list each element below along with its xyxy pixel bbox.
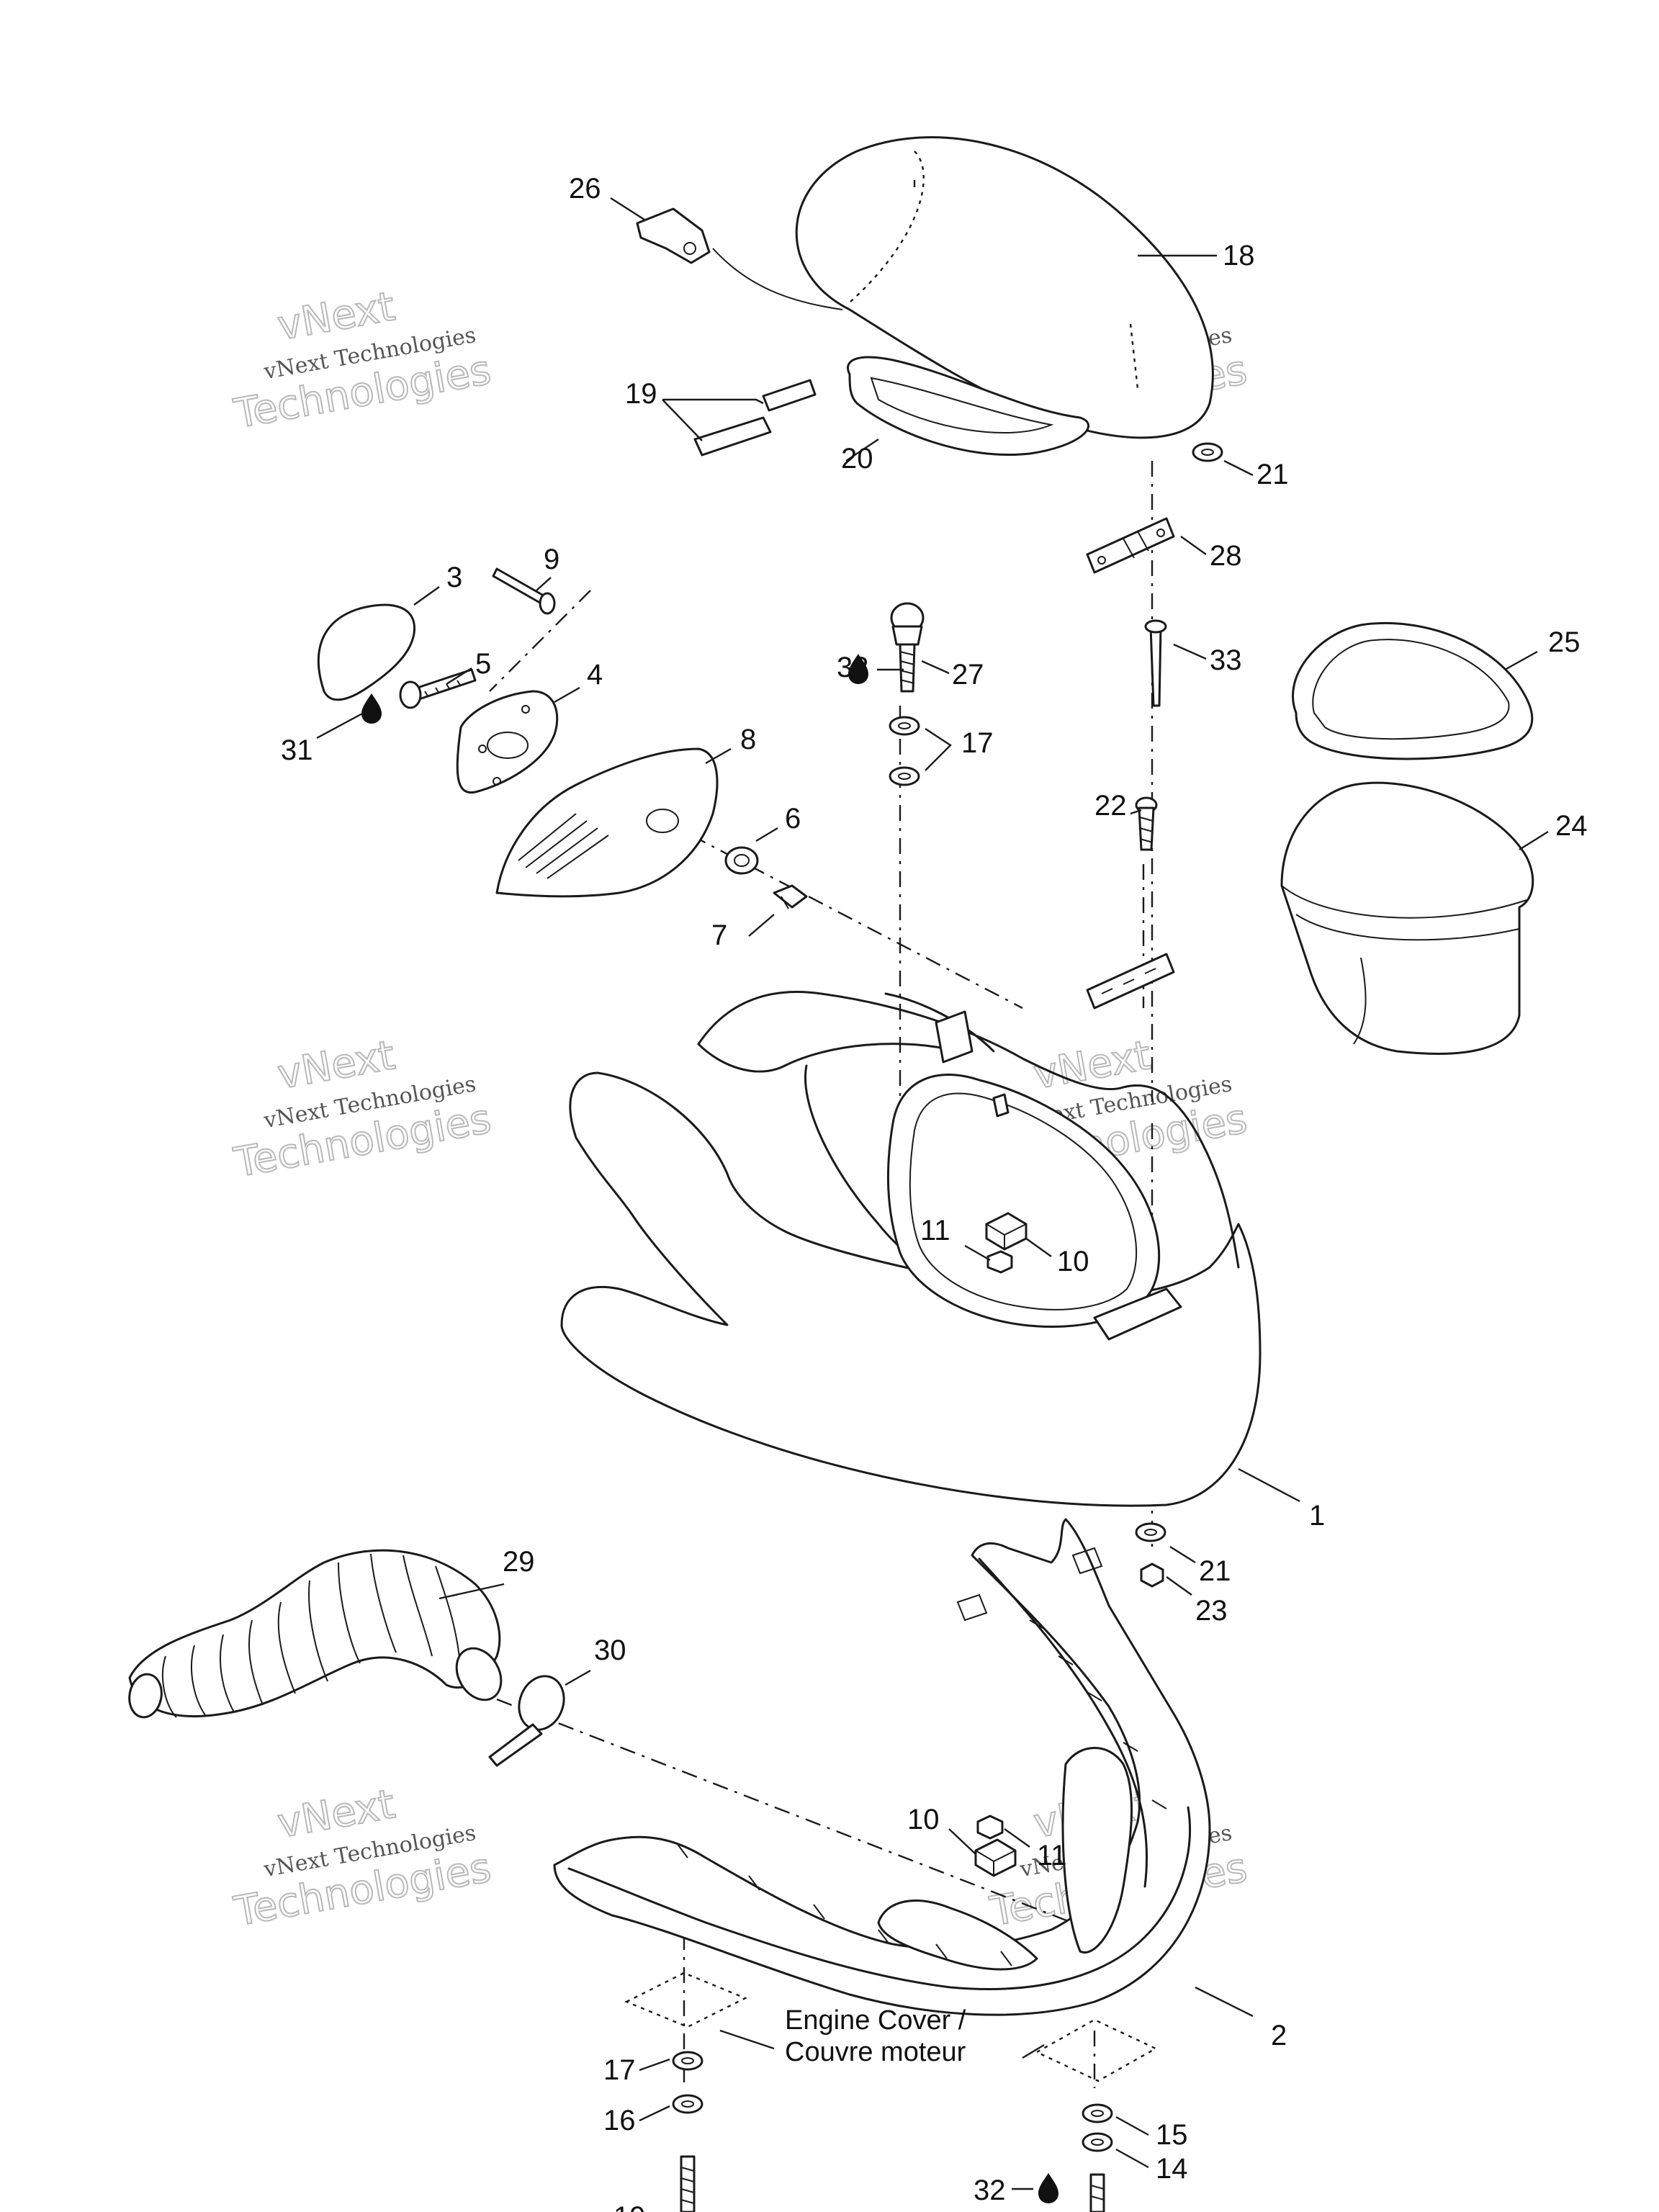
hinge-28	[1086, 517, 1175, 574]
note-line-2: Couvre moteur	[785, 2037, 966, 2067]
callout-22: 22	[1094, 790, 1127, 822]
washer-14	[1082, 2132, 1113, 2152]
callout-28: 28	[1210, 540, 1242, 572]
callout-4: 4	[587, 659, 603, 691]
nut-23	[1140, 1563, 1164, 1588]
callout-19: 19	[625, 378, 657, 410]
rivet-33	[1144, 619, 1167, 707]
sealant-drop-icon	[848, 654, 868, 684]
washers-17-top	[889, 716, 920, 786]
callout-3: 3	[446, 562, 462, 593]
callouts: 18 26 19 20 21 28 33 25 24 32 27 17 22 9…	[281, 173, 1588, 2212]
nut-11-lower	[976, 1815, 1004, 1840]
callout-15: 15	[1156, 2119, 1188, 2151]
callout-24: 24	[1555, 810, 1588, 842]
callout-27: 27	[952, 659, 984, 691]
callout-17-top: 17	[961, 727, 994, 759]
callout-33: 33	[1210, 644, 1242, 676]
engine-cover-mount-left	[624, 1972, 747, 2028]
callout-21-top: 21	[1256, 459, 1289, 490]
callout-11-lower: 11	[1037, 1840, 1067, 1871]
watermark-3: vNext Technologies vNext Technologies	[230, 1031, 495, 1187]
pads-19	[693, 379, 817, 457]
callout-25: 25	[1548, 626, 1581, 658]
bolt-5	[399, 668, 477, 709]
callout-30: 30	[594, 1635, 626, 1666]
callout-32-top: 32	[837, 652, 869, 683]
engine-cover-mount-right	[1035, 2018, 1158, 2082]
engine-cover-liner-2	[553, 1518, 1211, 2016]
callout-2: 2	[1271, 2020, 1287, 2051]
clamp-30	[488, 1675, 565, 1767]
callout-32-lower: 32	[974, 2175, 1006, 2206]
callout-1: 1	[1309, 1500, 1325, 1532]
callout-26: 26	[569, 173, 601, 204]
callout-29: 29	[503, 1546, 535, 1578]
callout-31: 31	[281, 734, 313, 766]
cage-nut-10-upper	[985, 1212, 1028, 1251]
pin-9	[492, 567, 556, 615]
note-line-1: Engine Cover /	[785, 2005, 966, 2036]
hose-29	[128, 1549, 503, 1719]
storage-bin-24	[1280, 781, 1534, 1055]
screw-22	[1135, 796, 1158, 851]
washer-21-lower	[1135, 1522, 1166, 1542]
watermark-5: vNext Technologies vNext Technologies	[230, 1780, 495, 1936]
leader-lines	[316, 197, 1549, 2190]
mirror-base-4	[456, 690, 559, 794]
callout-8: 8	[740, 724, 756, 755]
callout-10-lower: 10	[907, 1804, 940, 1835]
callout-5: 5	[475, 648, 491, 680]
bolt-27	[890, 602, 925, 693]
callout-10-upper: 10	[1057, 1246, 1089, 1277]
callout-19-bottom: 19	[613, 2201, 646, 2212]
mirror-3	[317, 603, 416, 701]
seat-gasket-20	[847, 356, 1089, 457]
washer-15	[1082, 2103, 1113, 2123]
callout-18: 18	[1223, 240, 1255, 271]
storage-rim-25	[1292, 621, 1534, 760]
callout-20: 20	[841, 443, 873, 475]
front-cowl-1	[560, 991, 1262, 1507]
callout-9: 9	[544, 544, 559, 575]
nut-11-upper	[986, 1250, 1013, 1274]
callout-7: 7	[711, 920, 727, 951]
callout-6: 6	[785, 803, 801, 835]
callout-11-upper: 11	[920, 1215, 950, 1246]
vent-cover-8	[495, 747, 719, 898]
cage-nut-10-lower	[974, 1838, 1017, 1877]
washer-21-top	[1192, 442, 1223, 462]
hinge-plate-lower	[1086, 953, 1175, 1010]
latch-26	[636, 207, 843, 310]
washer-17-lower	[672, 2051, 703, 2071]
grommet-6	[724, 846, 759, 875]
watermark-1: vNext Technologies vNext Technologies	[230, 282, 495, 439]
stud-left	[680, 2155, 696, 2212]
callout-21-lower: 21	[1199, 1555, 1231, 1587]
engine-cover-note: Engine Cover / Couvre moteur	[785, 2005, 966, 2067]
sealant-drop-icon	[361, 693, 382, 724]
callout-17-lower: 17	[603, 2054, 636, 2086]
sealant-drop-icon	[1038, 2173, 1058, 2203]
washer-16	[672, 2094, 703, 2114]
callout-14: 14	[1156, 2153, 1188, 2185]
clip-7	[773, 884, 808, 909]
callout-16: 16	[603, 2105, 636, 2136]
stud-right	[1089, 2173, 1105, 2212]
callout-23: 23	[1195, 1595, 1228, 1627]
